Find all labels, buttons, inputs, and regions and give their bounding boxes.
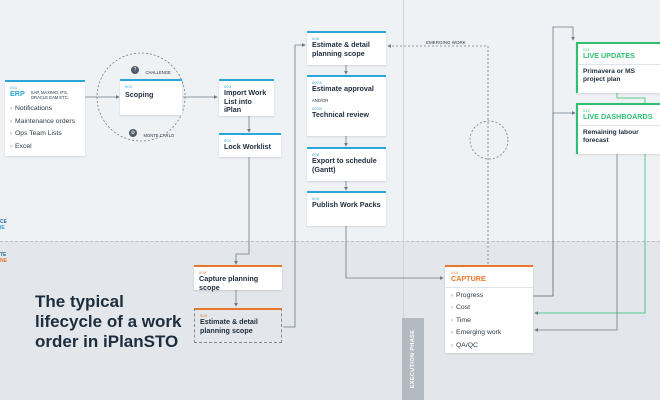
erp-node[interactable]: 001 ERP SAP, MAXIMO, IFS, ORACLE EAM ETC…: [5, 80, 85, 156]
question-icon: ?: [131, 65, 139, 74]
approval-title: Estimate approval: [312, 84, 374, 93]
publish-title: Publish Work Packs: [312, 200, 381, 209]
challenge-marker: ? CHALLENGE: [131, 61, 171, 79]
challenge-label: CHALLENGE: [145, 70, 171, 75]
scoping-title: Scoping: [125, 90, 154, 99]
import-worklist-node[interactable]: 003 Import Work List into iPlan: [219, 79, 274, 116]
live-updates-node[interactable]: 011 LIVE UPDATES Primavera or MS project…: [576, 42, 660, 93]
review-code: 007B: [312, 105, 323, 111]
lock-worklist-node[interactable]: 004 Lock Worklist: [219, 133, 281, 157]
edge-label-lower-a: TE: [0, 252, 7, 258]
capture-scope-code: 005: [199, 270, 207, 275]
list-item: ›Ops Team Lists: [10, 130, 62, 137]
montecarlo-marker: ⚙ MONTE CARLO: [129, 124, 174, 142]
capture-scope-title: Capture planning scope: [199, 274, 259, 292]
capture-code: 010: [451, 270, 459, 275]
import-title: Import Work List into iPlan: [224, 88, 267, 114]
erp-list: ›Notifications ›Maintenance orders ›Ops …: [10, 103, 80, 153]
montecarlo-icon: ⚙: [129, 128, 137, 137]
andor-label: AND/OR: [312, 97, 329, 103]
live-updates-code: 011: [583, 47, 590, 52]
erp-title: ERP: [10, 89, 25, 98]
live-dashboards-body: Remaining labour forecast: [583, 128, 639, 144]
estimate-approval-node[interactable]: 007A Estimate approval AND/OR 007B Techn…: [307, 75, 386, 136]
list-item: ›Maintenance orders: [10, 117, 76, 125]
estimate-detail-node[interactable]: 006 Estimate & detail planning scope: [307, 31, 386, 65]
list-item: ›Cost: [451, 304, 470, 311]
scoping-node[interactable]: 002 Scoping: [120, 79, 182, 115]
capture-node[interactable]: 010 CAPTURE ›Progress ›Cost ›Time ›Emerg…: [445, 265, 533, 353]
export-code: 008: [312, 152, 320, 157]
list-item: ›Progress: [451, 291, 484, 299]
publish-node[interactable]: 009 Publish Work Packs: [307, 191, 386, 226]
review-title: Technical review: [312, 109, 369, 119]
capture-title: CAPTURE: [451, 274, 486, 283]
erp-systems: SAP, MAXIMO, IFS, ORACLE EAM ETC.: [30, 90, 69, 100]
list-item: ›Time: [451, 316, 471, 324]
phase-vertical-divider: [403, 0, 404, 400]
emerging-work-label: EMERGING WORK: [426, 40, 466, 45]
export-title: Export to schedule (Gantt): [312, 156, 377, 174]
edge-label-upper-a: CE: [0, 219, 7, 225]
phase-divider: [0, 241, 660, 242]
estimate-title: Estimate & detail planning scope: [312, 40, 370, 58]
scoping-code: 002: [125, 84, 133, 89]
montecarlo-label: MONTE CARLO: [143, 133, 175, 138]
edge-label-upper-b: IE: [0, 225, 5, 231]
export-schedule-node[interactable]: 008 Export to schedule (Gantt): [307, 147, 386, 181]
capture-list: ›Progress ›Cost ›Time ›Emerging work ›QA…: [451, 290, 527, 353]
estimate-code: 006: [312, 36, 320, 41]
import-code: 003: [224, 84, 232, 89]
live-updates-body: Primavera or MS project plan: [583, 67, 636, 83]
live-dashboards-title: LIVE DASHBOARDS: [583, 112, 653, 121]
page-title: The typical lifecycle of a work order in…: [35, 292, 182, 351]
edge-label-upper: CE IE: [0, 219, 7, 231]
lock-code: 004: [224, 138, 232, 143]
execution-phase-tag: EXECUTION PHASE: [402, 318, 424, 400]
approval-code: 007A: [312, 80, 323, 85]
list-item: ›Notifications: [10, 105, 53, 112]
edge-label-lower-b: NE: [0, 258, 7, 264]
execution-band: [0, 241, 660, 400]
live-dashboards-code: 012: [583, 108, 591, 113]
list-item: ›Excel: [10, 142, 32, 150]
emerging-loop: [469, 120, 509, 160]
execution-phase-label: EXECUTION PHASE: [410, 329, 416, 389]
erp-code: 001: [10, 85, 18, 90]
list-item: ›Emerging work: [451, 329, 502, 336]
lock-title: Lock Worklist: [224, 142, 271, 151]
estimate-dashed-title: Estimate & detail planning scope: [200, 317, 258, 335]
estimate-dashed-code: 006: [200, 313, 208, 318]
publish-code: 009: [312, 196, 320, 201]
live-updates-title: LIVE UPDATES: [583, 51, 635, 60]
list-item: ›QA/QC: [451, 341, 478, 349]
edge-label-lower: TE NE: [0, 252, 7, 264]
live-dashboards-node[interactable]: 012 LIVE DASHBOARDS Remaining labour for…: [576, 103, 660, 154]
capture-scope-node[interactable]: 005 Capture planning scope: [194, 265, 282, 292]
estimate-detail-dashed-node[interactable]: 006 Estimate & detail planning scope: [194, 308, 282, 343]
